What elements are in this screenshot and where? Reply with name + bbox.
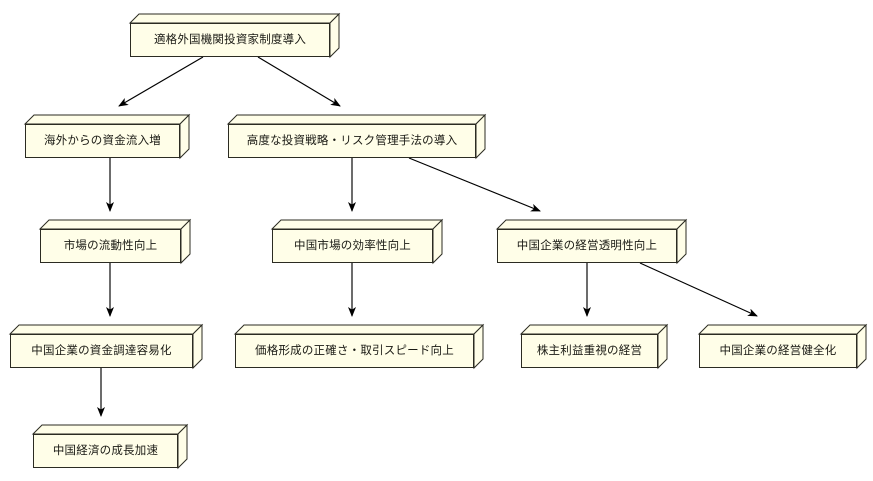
flowchart-node[interactable]: 株主利益重視の経営	[519, 323, 669, 370]
flowchart-node[interactable]: 中国企業の経営健全化	[697, 323, 868, 370]
flowchart-node[interactable]: 価格形成の正確さ・取引スピード向上	[233, 323, 485, 370]
node-front-face[interactable]: 価格形成の正確さ・取引スピード向上	[235, 334, 474, 368]
node-right-face	[329, 12, 340, 59]
node-label: 中国市場の効率性向上	[294, 238, 411, 253]
node-right-face	[475, 113, 486, 160]
flowchart-edge	[639, 262, 758, 317]
node-top-face	[226, 114, 487, 125]
flowchart-edge	[408, 157, 541, 212]
flowchart-node[interactable]: 市場の流動性向上	[38, 218, 192, 265]
flowchart-node[interactable]: 高度な投資戦略・リスク管理手法の導入	[226, 113, 487, 160]
node-label: 適格外国機関投資家制度導入	[153, 32, 307, 47]
node-top-face	[31, 424, 189, 435]
flowchart-node[interactable]: 適格外国機関投資家制度導入	[128, 12, 341, 59]
flowchart-node[interactable]: 中国企業の資金調達容易化	[8, 323, 204, 370]
flowchart-node[interactable]: 中国市場の効率性向上	[270, 218, 444, 265]
flowchart-edge	[257, 56, 341, 107]
node-front-face[interactable]: 適格外国機関投資家制度導入	[130, 23, 330, 57]
node-top-face	[8, 324, 204, 335]
node-3d-bevel	[519, 323, 669, 370]
node-3d-bevel	[495, 218, 688, 265]
node-front-face[interactable]: 市場の流動性向上	[40, 229, 181, 263]
node-label: 株主利益重視の経営	[536, 343, 643, 358]
node-top-face	[233, 324, 485, 335]
node-right-face	[179, 113, 190, 160]
node-front-face[interactable]: 中国経済の成長加速	[33, 434, 178, 468]
node-right-face	[177, 423, 188, 470]
node-label: 中国企業の経営健全化	[719, 343, 837, 358]
node-right-face	[180, 218, 191, 265]
node-top-face	[38, 219, 192, 230]
flowchart-node[interactable]: 海外からの資金流入増	[23, 113, 191, 160]
flowchart-edge	[118, 56, 204, 107]
node-front-face[interactable]: 中国市場の効率性向上	[272, 229, 433, 263]
node-front-face[interactable]: 海外からの資金流入増	[25, 124, 180, 158]
node-right-face	[473, 323, 484, 370]
node-top-face	[23, 114, 191, 125]
node-label: 海外からの資金流入増	[44, 133, 161, 148]
node-top-face	[495, 219, 688, 230]
flowchart-node[interactable]: 中国企業の経営透明性向上	[495, 218, 688, 265]
node-front-face[interactable]: 高度な投資戦略・リスク管理手法の導入	[228, 124, 476, 158]
node-3d-bevel	[23, 113, 191, 160]
node-right-face	[856, 323, 867, 370]
node-front-face[interactable]: 中国企業の資金調達容易化	[10, 334, 193, 368]
node-3d-bevel	[38, 218, 192, 265]
node-label: 中国企業の資金調達容易化	[31, 343, 172, 358]
node-label: 中国企業の経営透明性向上	[516, 238, 658, 253]
node-3d-bevel	[270, 218, 444, 265]
node-front-face[interactable]: 中国企業の経営健全化	[699, 334, 857, 368]
node-top-face	[270, 219, 444, 230]
node-right-face	[432, 218, 443, 265]
node-top-face	[519, 324, 669, 335]
node-right-face	[192, 323, 203, 370]
node-label: 市場の流動性向上	[63, 238, 158, 253]
node-front-face[interactable]: 中国企業の経営透明性向上	[497, 229, 677, 263]
flowchart-node[interactable]: 中国経済の成長加速	[31, 423, 189, 470]
node-right-face	[676, 218, 687, 265]
node-front-face[interactable]: 株主利益重視の経営	[521, 334, 658, 368]
node-3d-bevel	[233, 323, 485, 370]
node-label: 価格形成の正確さ・取引スピード向上	[255, 343, 454, 358]
node-3d-bevel	[697, 323, 868, 370]
node-right-face	[657, 323, 668, 370]
node-top-face	[697, 324, 868, 335]
node-top-face	[128, 13, 341, 24]
node-label: 中国経済の成長加速	[52, 443, 159, 458]
node-label: 高度な投資戦略・リスク管理手法の導入	[246, 133, 458, 148]
